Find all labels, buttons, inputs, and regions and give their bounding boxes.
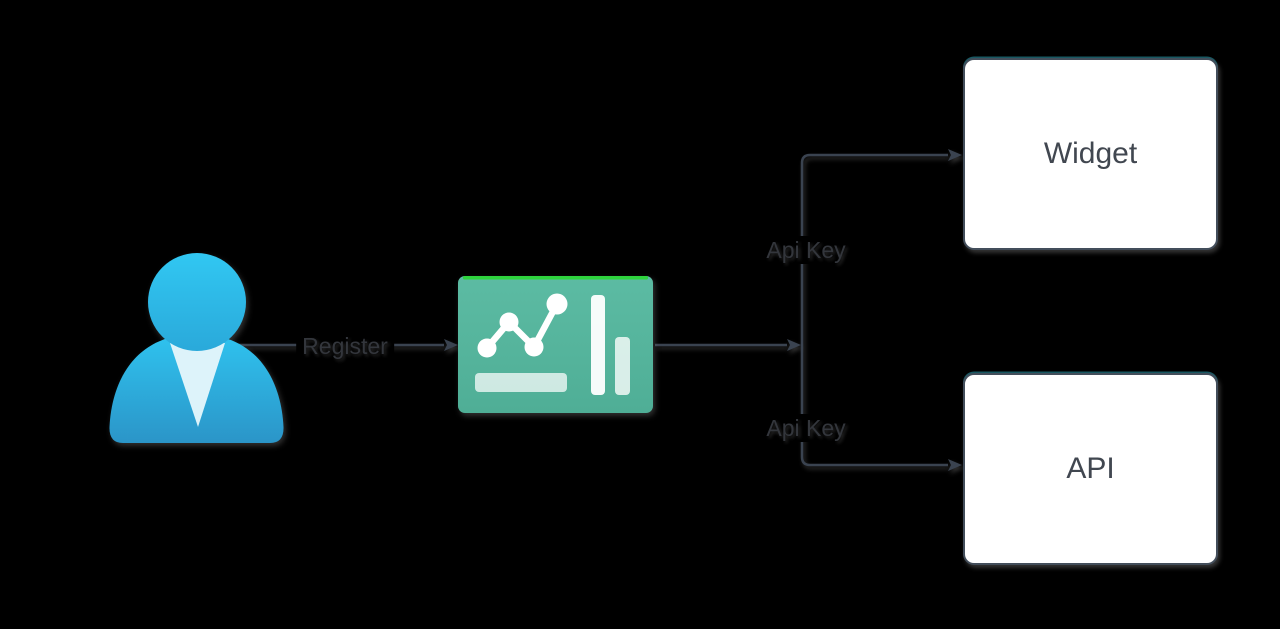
edge-widget-line xyxy=(800,149,962,345)
edge-label-api-api-key: Api Key xyxy=(760,414,852,442)
api-node-label: API xyxy=(1066,452,1115,485)
api-node: API xyxy=(963,373,1218,565)
edge-api-line xyxy=(800,345,962,471)
edge-label-widget-api-key: Api Key xyxy=(760,236,852,264)
edge-label-register: Register xyxy=(296,332,394,360)
widget-node: Widget xyxy=(963,58,1218,250)
dashboard-chart-icon xyxy=(458,276,653,413)
person-icon xyxy=(109,253,284,443)
widget-node-label: Widget xyxy=(1043,137,1138,170)
